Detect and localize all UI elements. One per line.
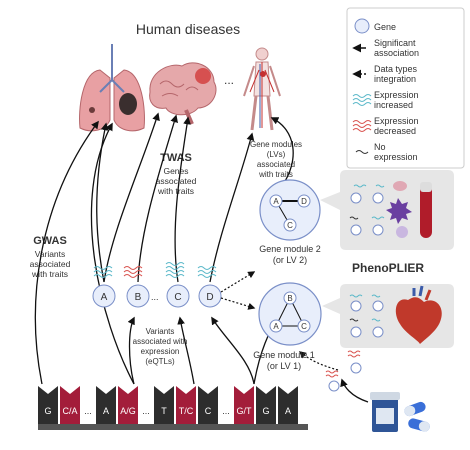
dna-base-label: G/T (237, 406, 253, 416)
module-disease-arrow (270, 117, 294, 187)
legend-gene: Gene (374, 22, 396, 32)
legend-box: Gene Significant association Data types … (346, 7, 465, 169)
legend-integration-2: integration (374, 74, 416, 84)
diagram-title: Human diseases (136, 21, 240, 37)
dna-variant-base (176, 386, 196, 424)
twas-title: TWAS (160, 152, 192, 164)
legend-integration-1: Data types (374, 64, 418, 74)
legend-expr-up-1: Expression (374, 90, 419, 100)
dna-backbone (38, 424, 308, 430)
gene-node-c: C (166, 284, 190, 308)
module1-node-c: C (301, 322, 307, 331)
circulatory-body-icon (243, 47, 281, 131)
gene-node-d: D (198, 284, 222, 308)
legend-significant-1: Significant (374, 38, 416, 48)
dna-base-label: A (103, 406, 109, 416)
dna-base (154, 386, 174, 424)
lungs-icon (79, 44, 145, 132)
dna-strip: G C/A... A A/G... T T/C C... G/T G A (38, 386, 298, 424)
module1-node-b: B (287, 294, 292, 303)
gene-node-a: A (92, 284, 116, 308)
phenoplier-label: PhenoPLIER (352, 261, 424, 275)
modules-desc-3: associated (257, 160, 295, 169)
legend-no-expr-2: expression (374, 152, 418, 162)
dna-base (198, 386, 218, 424)
gwas-title: GWAS (33, 235, 67, 247)
eqtl-desc-1: Variants (146, 327, 175, 336)
tissue-panel-blood (320, 170, 454, 250)
module2-node-d: D (301, 197, 307, 206)
gene-ellipsis: ... (151, 292, 159, 302)
gene-module-1: B A C (258, 282, 322, 346)
eqtl-desc-3: expression (141, 347, 180, 356)
module1-node-a: A (273, 322, 279, 331)
gene-module-2: A D C (259, 179, 321, 241)
dna-base-label: G (44, 406, 51, 416)
dna-base-label: A (285, 406, 291, 416)
legend-significant-2: association (374, 48, 419, 58)
dna-base (38, 386, 58, 424)
dna-variant-base (60, 386, 80, 424)
dna-base-label: ... (142, 406, 150, 416)
dna-base (96, 386, 116, 424)
twas-desc-3: with traits (157, 186, 194, 196)
integration-arrows (220, 271, 339, 371)
brain-icon (149, 62, 217, 125)
module2-node-a: A (273, 197, 279, 206)
module2-label-1: Gene module 2 (259, 244, 321, 254)
dna-base-label: A/G (120, 406, 136, 416)
dna-base-label: T (161, 406, 167, 416)
twas-desc-2: associated (156, 176, 197, 186)
module1-label-2: (or LV 1) (267, 361, 301, 371)
legend-expr-down-2: decreased (374, 126, 416, 136)
dna-base-label: ... (84, 406, 92, 416)
modules-desc-4: with traits (258, 170, 293, 179)
module1-label-1: Gene module 1 (253, 350, 315, 360)
svg-text:B: B (135, 292, 142, 303)
dna-base (278, 386, 298, 424)
organ-ellipsis: ... (224, 73, 234, 87)
dna-base-label: ... (222, 406, 230, 416)
gwas-desc-3: with traits (31, 269, 68, 279)
dna-variant-base (118, 386, 138, 424)
eqtl-desc-4: (eQTLs) (145, 357, 175, 366)
gwas-desc-2: associated (30, 259, 71, 269)
dna-base-label: C/A (62, 406, 77, 416)
gwas-arrows (34, 120, 135, 385)
modules-desc-2: (LVs) (267, 150, 286, 159)
gwas-desc-1: Variants (35, 249, 66, 259)
dna-base (256, 386, 276, 424)
svg-text:A: A (101, 292, 108, 303)
dna-base-label: C (205, 406, 212, 416)
dna-base-label: T/C (179, 406, 194, 416)
drug-pills-icon (340, 378, 430, 432)
svg-text:D: D (206, 292, 213, 303)
legend-expr-down-1: Expression (374, 116, 419, 126)
svg-text:C: C (174, 292, 181, 303)
drug-response-genes (325, 350, 362, 392)
eqtl-desc-2: associated with (133, 337, 188, 346)
twas-desc-1: Genes (163, 166, 188, 176)
twas-arrows (96, 112, 255, 283)
dna-variant-base (234, 386, 254, 424)
tissue-panel-heart (322, 284, 454, 348)
module2-node-c: C (287, 221, 293, 230)
dna-base-label: G (262, 406, 269, 416)
legend-expr-up-2: increased (374, 100, 413, 110)
gene-node-b: B (126, 284, 150, 308)
modules-desc-1: Gene modules (250, 140, 302, 149)
expression-waves (93, 262, 217, 278)
module2-label-2: (or LV 2) (273, 255, 307, 265)
legend-no-expr-1: No (374, 142, 386, 152)
